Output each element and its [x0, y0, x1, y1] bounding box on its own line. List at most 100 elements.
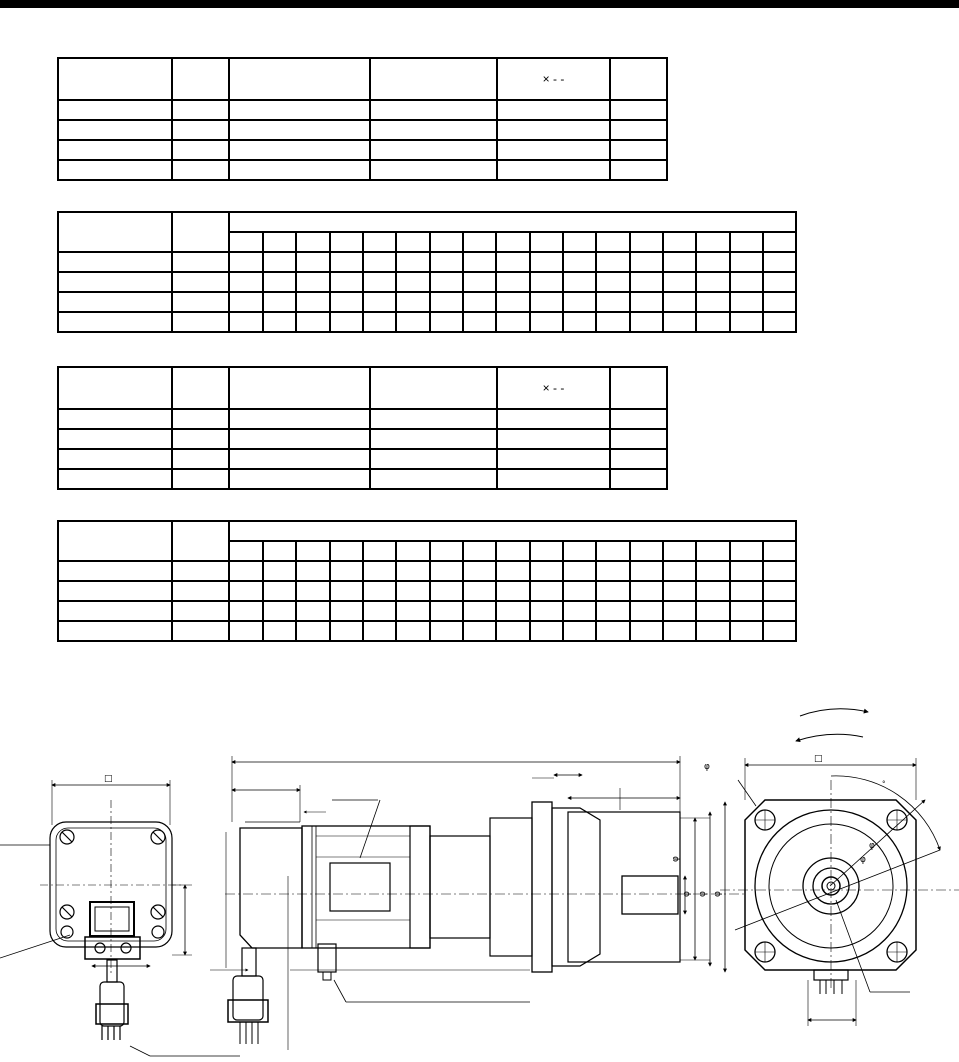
- table-cell: [761, 560, 798, 582]
- degree-symbol: °: [882, 780, 886, 788]
- table-cell: [329, 620, 364, 642]
- header-cell: [57, 520, 173, 562]
- table-row: [57, 291, 798, 313]
- table-cell: [57, 291, 173, 313]
- table-cell: [295, 291, 331, 313]
- table-cell: [495, 251, 531, 273]
- header-cell: [171, 520, 230, 562]
- table-row: [57, 271, 798, 293]
- table-cell: [57, 251, 173, 273]
- table-cell: [57, 600, 173, 622]
- table-cell: [761, 620, 798, 642]
- table-row: [57, 560, 798, 582]
- header-cell-mark: × - -: [496, 366, 611, 410]
- table-cell: [362, 291, 397, 313]
- table-cell: [262, 600, 297, 622]
- header-cell: [609, 57, 668, 101]
- table-cell: [329, 560, 364, 582]
- sub-header-cell: [761, 540, 798, 562]
- table-cell: [429, 251, 464, 273]
- table-cell: [529, 251, 564, 273]
- table-cell: [395, 600, 431, 622]
- table-cell: [729, 291, 764, 313]
- sub-header-cell: [595, 231, 631, 253]
- table-cell: [295, 311, 331, 333]
- table-cell: [57, 620, 173, 642]
- table-cell: [629, 271, 664, 293]
- motor-side-view: [210, 756, 745, 1050]
- table-cell: [462, 600, 497, 622]
- table-cell: [362, 600, 397, 622]
- table-cell: [362, 271, 397, 293]
- table-cell: [529, 620, 564, 642]
- table-cell: [662, 580, 697, 602]
- sub-header-cell: [529, 540, 564, 562]
- table-cell: [562, 620, 597, 642]
- header-cell: [369, 366, 498, 410]
- spec-table-d: [57, 520, 798, 642]
- table-cell: [695, 271, 731, 293]
- sub-header-cell: [761, 231, 798, 253]
- header-mark: × - -: [542, 380, 565, 395]
- header-cell-mark: × - -: [496, 57, 611, 101]
- table-cell: [562, 251, 597, 273]
- group-header-cell: [227, 211, 798, 233]
- diameter-symbol: φ: [698, 891, 708, 897]
- table-cell: [462, 580, 497, 602]
- sub-header-cell: [395, 540, 431, 562]
- header-bar: [0, 0, 959, 8]
- table-cell: [329, 271, 364, 293]
- sub-header-cell: [695, 540, 731, 562]
- table-cell: [262, 311, 297, 333]
- table-cell: [462, 291, 497, 313]
- table-cell: [462, 560, 497, 582]
- table-cell: [662, 560, 697, 582]
- table-row: [57, 428, 668, 450]
- sub-header-cell: [562, 540, 597, 562]
- sub-header-row: [58, 540, 798, 562]
- table-cell: [228, 271, 264, 293]
- table-cell: [329, 311, 364, 333]
- table-cell: [462, 271, 497, 293]
- table-cell: [429, 271, 464, 293]
- table-cell: [295, 620, 331, 642]
- table-row: [57, 408, 668, 430]
- table-cell: [662, 291, 697, 313]
- table-cell: [329, 291, 364, 313]
- sub-header-cell: [562, 231, 597, 253]
- table-row: [57, 159, 668, 181]
- table-cell: [295, 271, 331, 293]
- table-cell: [171, 600, 230, 622]
- table-cell: [429, 291, 464, 313]
- table-cell: [262, 271, 297, 293]
- table-cell: [595, 580, 631, 602]
- sub-header-cell: [362, 540, 397, 562]
- table-cell: [729, 271, 764, 293]
- table-cell: [495, 560, 531, 582]
- table-cell: [395, 560, 431, 582]
- table-cell: [662, 620, 697, 642]
- header-cell: [171, 366, 230, 410]
- sub-header-cell: [262, 540, 297, 562]
- table-cell: [295, 251, 331, 273]
- table-cell: [595, 251, 631, 273]
- table-row: [57, 448, 668, 470]
- table-cell: [729, 560, 764, 582]
- table-cell: [629, 560, 664, 582]
- table-cell: [562, 291, 597, 313]
- table-cell: [729, 580, 764, 602]
- table-cell: [228, 580, 264, 602]
- table-cell: [395, 620, 431, 642]
- table-cell: [629, 311, 664, 333]
- table-cell: [495, 580, 531, 602]
- header-cell: [57, 211, 173, 253]
- table-cell: [362, 251, 397, 273]
- table-cell: [262, 291, 297, 313]
- table-cell: [729, 600, 764, 622]
- table-cell: [629, 251, 664, 273]
- header-cell: [369, 57, 498, 101]
- diameter-symbol: φ: [869, 841, 875, 851]
- sub-header-cell: [395, 231, 431, 253]
- table-cell: [429, 600, 464, 622]
- header-mark: × - -: [542, 71, 565, 86]
